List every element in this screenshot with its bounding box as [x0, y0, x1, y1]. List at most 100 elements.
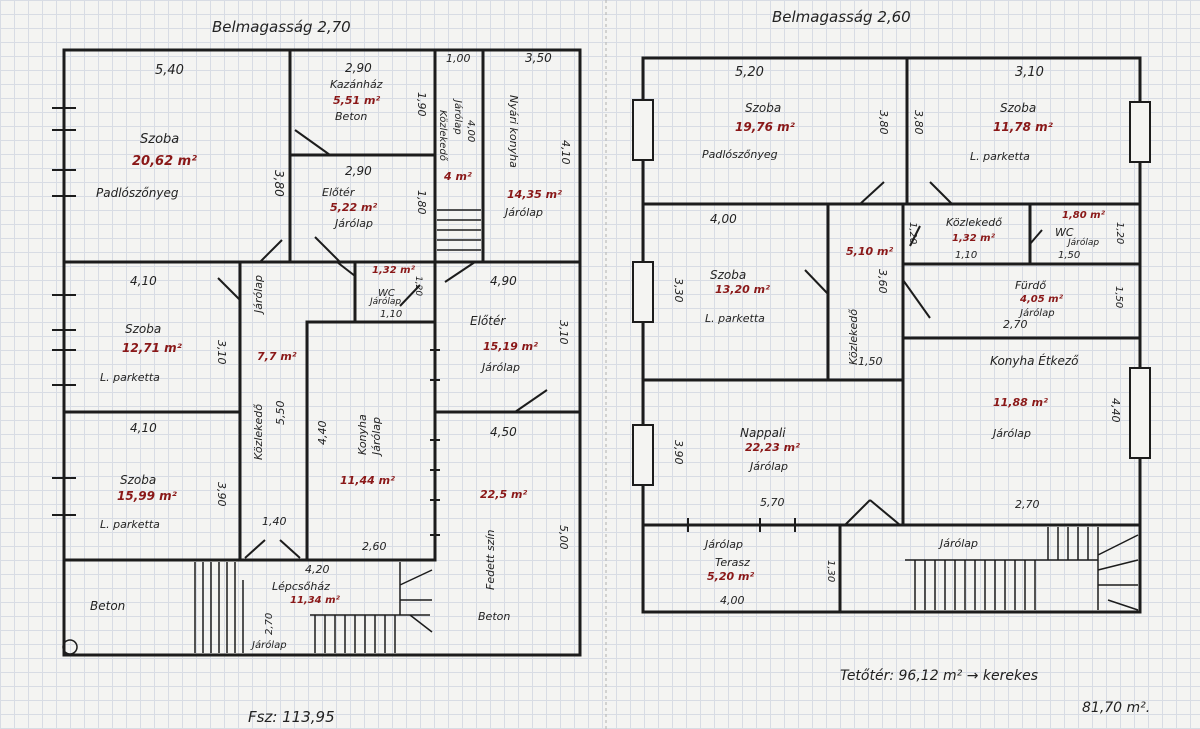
long-corridor-length: 5,50: [274, 401, 287, 426]
summer-kitchen-height: 4,10: [559, 140, 572, 165]
bath-floor: Járólap: [1018, 307, 1055, 319]
room3-floor: L. parketta: [100, 518, 160, 531]
summer-kitchen-name: Nyári konyha: [507, 95, 520, 168]
concrete-floor: Beton: [90, 599, 125, 613]
corridor-b-height: 1,20: [907, 222, 918, 244]
stairwell-area: 11,34 m²: [290, 595, 341, 606]
attic-wc-name: WC: [1055, 226, 1074, 239]
attic-wc-area: 1,80 m²: [1062, 210, 1106, 221]
wc-width: 1,10: [380, 309, 402, 320]
room-a-name: Szoba: [745, 101, 781, 115]
living-height: 3,90: [672, 440, 685, 465]
room3-name: Szoba: [120, 473, 156, 487]
marker-circle: [62, 639, 78, 655]
attic-kitchen-name: Konyha Étkező: [990, 353, 1079, 368]
room-c-area: 13,20 m²: [715, 283, 770, 296]
small-corridor-area: 4 m²: [443, 170, 472, 183]
corridor-a-width: 1,50: [858, 355, 883, 368]
attic-wc-floor: Járólap: [1066, 237, 1099, 248]
shed-area: 22,5 m²: [480, 488, 527, 501]
room3-area: 15,99 m²: [117, 489, 178, 503]
terrace-width: 4,00: [720, 594, 745, 607]
ceiling-height-label: Belmagasság 2,70: [212, 18, 351, 36]
room-a-area: 19,76 m²: [735, 120, 796, 134]
dim-1-40: 1,40: [262, 515, 287, 528]
summer-kitchen-width: 3,50: [525, 51, 552, 65]
hall1-area: 5,22 m²: [330, 201, 377, 214]
outer-walls: [62, 48, 582, 657]
room1-area: 20,62 m²: [132, 154, 197, 169]
interior-walls: [62, 48, 582, 562]
terrace-name: Terasz: [715, 556, 750, 569]
small-corridor-floor: Járólap: [452, 98, 464, 135]
room-c-height: 3,30: [672, 278, 685, 303]
window-ticks: [52, 107, 440, 536]
attic-interior-walls: [641, 56, 1142, 614]
terrace-area: 5,20 m²: [707, 570, 754, 583]
hall1-height: 1,80: [415, 190, 428, 215]
kitchen-area: 11,44 m²: [340, 474, 395, 487]
room-a-floor: Padlószőnyeg: [702, 148, 778, 161]
attic-floor-plan: Belmagasság 2,60: [632, 8, 1151, 716]
terrace-height: 1,30: [825, 560, 836, 582]
terrace-floor: Járólap: [703, 538, 743, 551]
corridor-b-width: 1,10: [955, 250, 977, 261]
small-corridor-name: Közlekedő: [437, 110, 449, 162]
room1-height: 3,80: [272, 170, 286, 197]
attic-kitchen-floor: Járólap: [991, 427, 1031, 440]
landing-floor: Járólap: [938, 537, 978, 550]
summer-kitchen-area: 14,35 m²: [507, 188, 562, 201]
room2-width: 4,10: [130, 274, 157, 288]
attic-kitchen-area: 11,88 m²: [993, 396, 1048, 409]
attic-kitchen-height: 4,40: [1109, 398, 1122, 423]
corridor-stairs: [437, 209, 481, 251]
hall1-floor: Járólap: [333, 217, 373, 230]
room2-floor: L. parketta: [100, 371, 160, 384]
hall2-floor: Járólap: [480, 361, 520, 374]
shed-name: Fedett szín: [484, 529, 497, 590]
attic-doors: [687, 181, 1043, 532]
summer-kitchen-floor: Járólap: [503, 206, 543, 219]
long-corridor-name: Közlekedő: [252, 404, 265, 460]
room-b-floor: L. parketta: [970, 150, 1030, 163]
room3-height: 3,90: [215, 482, 228, 507]
stairwell-floor: Járólap: [250, 639, 287, 651]
stairwell-name: Lépcsőház: [272, 580, 330, 593]
room-a-width: 5,20: [735, 65, 764, 80]
shed-floor: Beton: [478, 610, 510, 623]
bath-name: Fürdő: [1015, 279, 1046, 292]
hall2-name: Előtér: [470, 314, 506, 328]
landing-width: 2,70: [1015, 498, 1040, 511]
ground-floor-plan: Belmagasság 2,70: [52, 18, 582, 726]
room-b-width: 3,10: [1015, 65, 1044, 80]
attic-total-line: Tetőtér: 96,12 m² → kerekes: [840, 668, 1038, 684]
room1-floor: Padlószőnyeg: [96, 186, 179, 200]
room1-width: 5,40: [155, 63, 184, 78]
wc-height: 1,20: [413, 276, 423, 296]
living-name: Nappali: [740, 426, 786, 440]
boiler-floor: Beton: [335, 110, 367, 123]
room-c-floor: L. parketta: [705, 312, 765, 325]
boiler-height: 1,90: [415, 92, 428, 117]
hall2-width: 4,90: [490, 274, 517, 288]
bath-area: 4,05 m²: [1019, 294, 1064, 305]
living-width: 5,70: [760, 496, 785, 509]
room-b-area: 11,78 m²: [993, 120, 1054, 134]
hall2-area: 15,19 m²: [483, 340, 538, 353]
boiler-width: 2,90: [345, 61, 372, 75]
shed-height: 5,00: [557, 525, 570, 550]
attic-wc-width: 1,50: [1058, 250, 1080, 261]
wc-name: WC: [378, 288, 395, 299]
living-floor: Járólap: [748, 460, 788, 473]
bath-height: 1,50: [1113, 286, 1124, 308]
boiler-area: 5,51 m²: [333, 94, 380, 107]
room-c-name: Szoba: [710, 268, 746, 282]
hall2-height: 3,10: [557, 320, 570, 345]
hall1-name: Előtér: [322, 186, 356, 199]
room-b-name: Szoba: [1000, 101, 1036, 115]
stairwell-stairs: [194, 562, 433, 653]
long-corridor-floor: Járólap: [252, 275, 265, 315]
room-b-height: 3,80: [912, 110, 925, 135]
wc-floor: Járólap: [368, 296, 401, 307]
